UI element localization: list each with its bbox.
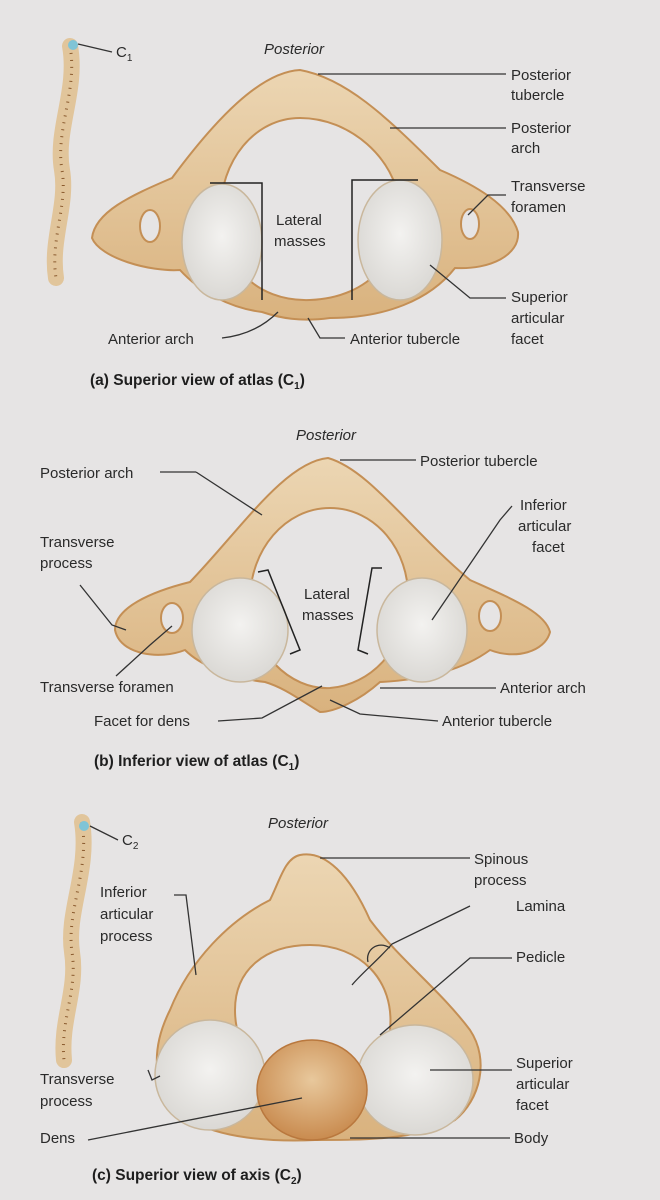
spine-thumbnail-c2 [55, 814, 92, 1068]
label-c-spinous-process: Spinous [474, 851, 528, 868]
label-b-transverse-process: Transverse [40, 534, 114, 551]
label-b-anterior-arch: Anterior arch [500, 680, 586, 697]
label-posterior-arch: Posterior [511, 120, 571, 137]
axis-facet-right [356, 1024, 474, 1136]
label-b-posterior-arch: Posterior arch [40, 465, 133, 482]
label-b-lateral-masses-2: masses [302, 607, 354, 624]
caption-b: (b) Inferior view of atlas (C1) [94, 753, 299, 773]
label-c-transverse-process: Transverse [40, 1071, 114, 1088]
label-b-lateral-masses: Lateral [304, 586, 350, 603]
label-c-inferior-process-2: articular [100, 906, 153, 923]
c1-marker-label: C1 [116, 44, 133, 64]
superior-facet-left [181, 183, 263, 301]
label-c-lamina: Lamina [516, 898, 566, 915]
label-c-superior-facet: Superior [516, 1055, 573, 1072]
atlas-superior-illustration [90, 68, 520, 321]
label-c-inferior-process-3: process [100, 928, 153, 945]
label-b-anterior-tubercle: Anterior tubercle [442, 713, 552, 730]
label-c-superior-facet-2: articular [516, 1076, 569, 1093]
label-b-posterior-tubercle: Posterior tubercle [420, 453, 538, 470]
dens [256, 1039, 368, 1141]
atlas-inferior-illustration [113, 456, 552, 714]
label-b-transverse-process-2: process [40, 555, 93, 572]
label-c-transverse-process-2: process [40, 1093, 93, 1110]
axis-facet-left [154, 1019, 266, 1131]
label-c-pedicle: Pedicle [516, 949, 565, 966]
label-superior-articular-facet-2: articular [511, 310, 564, 327]
caption-a: (a) Superior view of atlas (C1) [90, 372, 305, 392]
axis-superior-illustration [154, 853, 482, 1142]
c2-marker-label: C2 [122, 832, 139, 852]
inferior-facet-right [376, 577, 468, 683]
label-lateral-masses: Lateral [276, 212, 322, 229]
orientation-posterior-b: Posterior [296, 427, 357, 444]
orientation-posterior-c: Posterior [268, 815, 329, 832]
panel-a: C1 Posterior Posterior tubercle Posterio… [46, 38, 585, 392]
caption-c: (c) Superior view of axis (C2) [92, 1167, 302, 1187]
superior-facet-right [357, 179, 443, 301]
label-posterior-arch-2: arch [511, 140, 540, 157]
label-b-transverse-foramen: Transverse foramen [40, 679, 174, 696]
label-anterior-arch: Anterior arch [108, 331, 194, 348]
label-superior-articular-facet-3: facet [511, 331, 544, 348]
panel-b: Posterior Posterior arch Posterior tuber… [40, 427, 586, 773]
label-b-inferior-facet: Inferior [520, 497, 567, 514]
transverse-foramen-right [460, 208, 480, 240]
label-lateral-masses-2: masses [274, 233, 326, 250]
label-c-body: Body [514, 1130, 549, 1147]
label-posterior-tubercle: Posterior [511, 67, 571, 84]
label-c-dens: Dens [40, 1130, 75, 1147]
label-c-spinous-process-2: process [474, 872, 527, 889]
label-c-superior-facet-3: facet [516, 1097, 549, 1114]
orientation-posterior-a: Posterior [264, 41, 325, 58]
transverse-foramen-left [139, 209, 161, 243]
spine-thumbnail-c1 [46, 38, 80, 286]
transverse-foramen-b-left [160, 602, 184, 634]
label-anterior-tubercle: Anterior tubercle [350, 331, 460, 348]
label-b-facet-for-dens: Facet for dens [94, 713, 190, 730]
label-transverse-foramen: Transverse [511, 178, 585, 195]
transverse-foramen-b-right [478, 600, 502, 632]
label-transverse-foramen-2: foramen [511, 199, 566, 216]
label-b-inferior-facet-3: facet [532, 539, 565, 556]
label-b-inferior-facet-2: articular [518, 518, 571, 535]
label-superior-articular-facet: Superior [511, 289, 568, 306]
label-posterior-tubercle-2: tubercle [511, 87, 564, 104]
panel-c: C2 Posterior Spinous process Lamina Infe… [40, 814, 573, 1187]
label-c-inferior-process: Inferior [100, 884, 147, 901]
inferior-facet-left [191, 577, 289, 683]
